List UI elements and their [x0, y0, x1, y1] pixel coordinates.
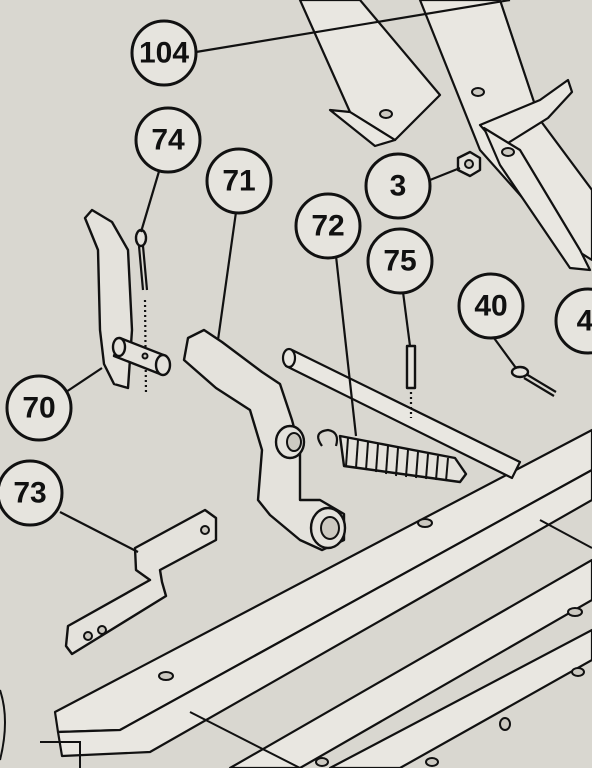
lever-71-boss-hole: [286, 432, 302, 452]
callout-104: 104: [130, 19, 198, 87]
bracket-plate: [298, 0, 442, 142]
leader-lines: [59, 0, 517, 553]
callout-74-label: 74: [151, 124, 185, 157]
leader-73: [59, 511, 139, 553]
leader-74: [139, 167, 162, 233]
pin-75-body: [405, 344, 417, 390]
bracket-73-hole: [200, 525, 210, 535]
frame-rail-bottom: [328, 628, 592, 768]
pin-74-eye: [134, 228, 148, 248]
bracket-hole: [379, 109, 393, 119]
bracket-73-hole: [83, 631, 93, 641]
leader-75: [401, 291, 412, 347]
upper-bracket: [298, 0, 592, 272]
callout-75: 75: [366, 227, 434, 295]
leader-71: [216, 211, 238, 341]
leader-72: [334, 255, 358, 437]
callout-4-partial: 4: [554, 287, 592, 355]
part-74-pin: [134, 228, 149, 396]
frame-hole: [417, 518, 433, 528]
part-75-pin: [405, 344, 417, 418]
frame-assembly: [0, 428, 592, 768]
pin-74-legs: [137, 245, 149, 291]
bushing-hole: [141, 352, 149, 360]
part-40-pin: [510, 365, 557, 397]
callout-72: 72: [294, 192, 362, 260]
pivot-shaft: [281, 347, 522, 480]
callout-70-label: 70: [22, 392, 55, 425]
callout-73-label: 73: [13, 477, 46, 510]
part-72-spring: [317, 428, 468, 484]
spring-coil-body: [338, 434, 468, 484]
frame-hole: [567, 607, 583, 617]
pin-40-legs: [523, 373, 557, 397]
part-73-bracket: [64, 508, 218, 656]
callout-70: 70: [5, 374, 73, 442]
leader-40: [493, 337, 517, 369]
frame-hole: [158, 671, 174, 681]
bracket-leg: [482, 126, 592, 272]
lever-71-hub-bore: [320, 516, 340, 540]
pin-40-eye: [510, 365, 530, 379]
callout-40-label: 40: [474, 290, 507, 323]
callout-71-label: 71: [222, 165, 255, 198]
leader-3: [429, 166, 461, 182]
frame-hole: [425, 757, 439, 767]
spring-hook: [317, 428, 339, 447]
callout-104-label: 104: [139, 37, 189, 70]
spring-coils: [345, 437, 449, 482]
bracket-lip: [328, 108, 397, 148]
bracket-73-body: [64, 508, 218, 656]
callout-75-label: 75: [383, 245, 416, 278]
frame-rail-face: [56, 468, 592, 758]
bracket-hole: [471, 87, 485, 97]
bushing-end-2: [154, 353, 172, 377]
frame-cross-line: [189, 711, 301, 768]
callout-40: 40: [457, 272, 525, 340]
callout-3-label: 3: [390, 170, 407, 203]
frame-hole: [571, 667, 585, 677]
frame-hole: [499, 717, 511, 731]
callout-72-label: 72: [311, 210, 344, 243]
frame-edge: [0, 689, 6, 761]
callout-71: 71: [205, 147, 273, 215]
callout-74: 74: [134, 106, 202, 174]
callout-73: 73: [0, 459, 64, 527]
bushing-70: [111, 336, 172, 377]
bracket-hole: [501, 147, 515, 157]
callout-4-label: 4: [577, 305, 592, 338]
leader-104: [195, 0, 511, 54]
frame-cross-line-2: [539, 519, 592, 549]
pin-74-axis: [143, 299, 148, 396]
leader-70: [65, 367, 103, 393]
frame-rail-lower: [228, 558, 592, 768]
callout-3: 3: [364, 152, 432, 220]
frame-hole: [315, 757, 329, 767]
nut-bore: [464, 159, 474, 169]
frame-handle: [40, 741, 81, 768]
part-71-lever: [182, 328, 347, 552]
shaft-end: [281, 347, 297, 369]
bracket-73-hole: [97, 625, 107, 635]
bushing-end: [111, 336, 127, 358]
